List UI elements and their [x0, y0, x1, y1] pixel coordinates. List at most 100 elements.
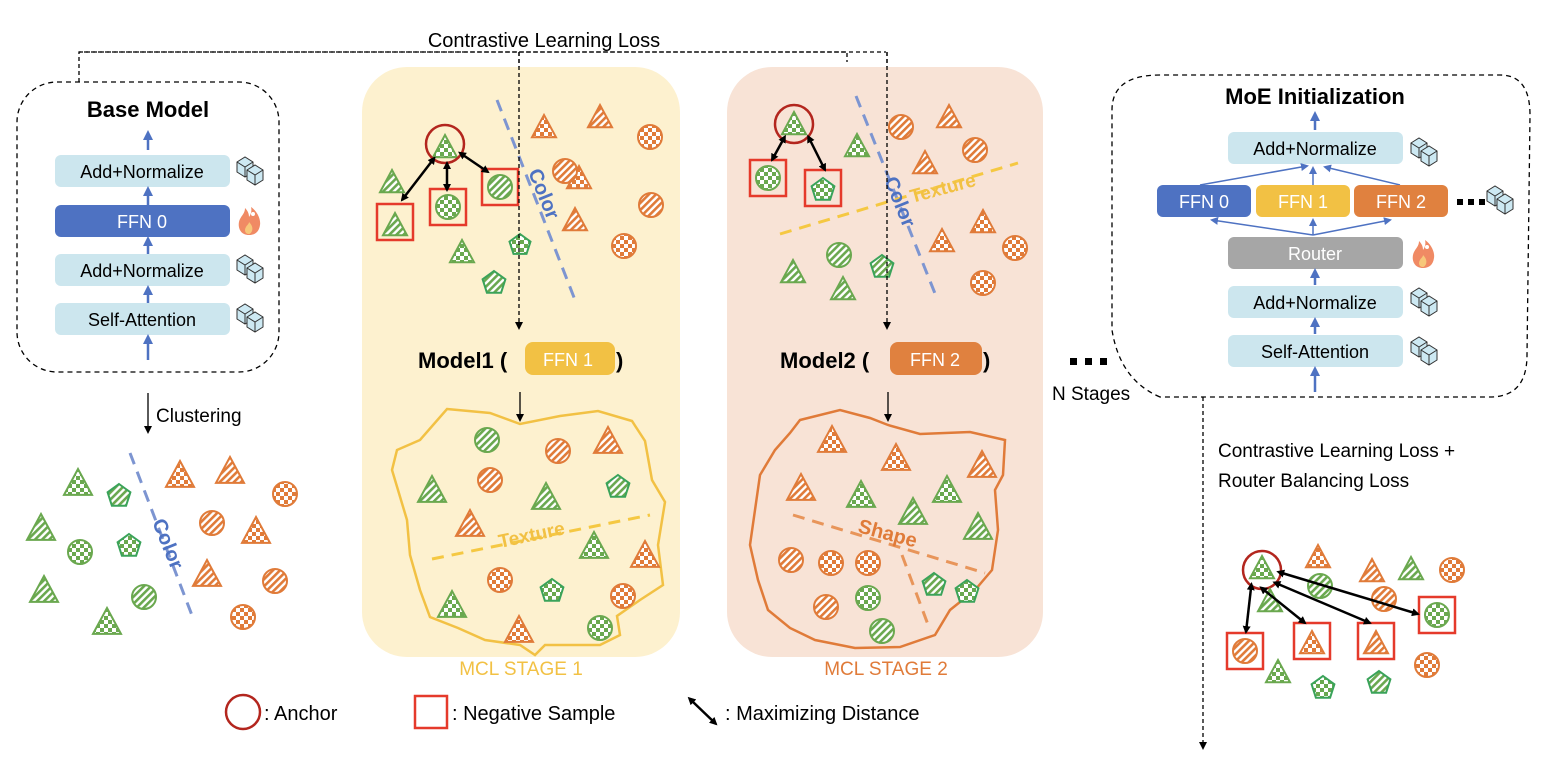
negative-sample-marker — [375, 202, 415, 242]
triangle-point — [62, 466, 94, 496]
pentagon-point — [954, 578, 980, 603]
legend: : Anchor : Negative Sample : Maximizing … — [224, 693, 920, 731]
triangle-point — [785, 471, 817, 501]
moe-expert-label: FFN 2 — [1376, 192, 1426, 212]
triangle-point — [897, 495, 929, 525]
base-layer-label: Add+Normalize — [80, 162, 204, 182]
shape-divider — [900, 554, 932, 631]
moe-expert-label: FFN 1 — [1278, 192, 1328, 212]
moe-initialization-panel: MoE Initialization Add+Normalize FFN 0 F… — [1111, 74, 1531, 398]
moe-expert-ffn1 — [1256, 185, 1350, 217]
model1-label: Model1 ( — [418, 348, 508, 373]
triangle-point — [28, 573, 60, 603]
clustering-label: Clustering — [156, 406, 242, 427]
pentagon-point — [539, 577, 565, 602]
stage2-label: MCL STAGE 2 — [824, 659, 948, 680]
triangle-point — [1358, 556, 1386, 583]
circle-point — [474, 427, 500, 453]
triangle-point — [935, 102, 963, 129]
stage2-cluster-points — [778, 423, 998, 644]
triangle-point — [911, 148, 939, 175]
circle-point — [970, 270, 996, 296]
moe-self-attention — [1228, 335, 1403, 367]
frozen-cubes-icon — [1410, 336, 1438, 366]
moe-expert-ffn0 — [1157, 185, 1251, 217]
moe-title: MoE Initialization — [1225, 84, 1405, 109]
circle-point — [131, 584, 157, 610]
texture-divider — [779, 161, 1019, 236]
circle-point — [855, 585, 881, 611]
circle-point — [818, 550, 844, 576]
triangle-point — [779, 257, 807, 284]
triangle-point — [436, 588, 468, 618]
circle-point — [1439, 557, 1465, 583]
top-loss-label: Contrastive Learning Loss — [428, 30, 660, 52]
pentagon-point — [106, 482, 132, 507]
circle-point — [962, 137, 988, 163]
base-model-border — [16, 81, 280, 373]
moe-add-normalize-bottom — [1228, 286, 1403, 318]
maximize-distance-arrow — [770, 134, 786, 162]
color-divider — [854, 95, 938, 297]
negative-sample-marker — [1356, 621, 1396, 661]
circle-point — [638, 192, 664, 218]
triangle-point — [843, 131, 871, 158]
fire-icon — [238, 207, 261, 235]
final-points — [1225, 542, 1465, 699]
moe-expert-ffn2 — [1354, 185, 1448, 217]
circle-point — [888, 114, 914, 140]
triangle-point — [966, 448, 998, 478]
circle-point — [755, 165, 781, 191]
triangle-point — [969, 207, 997, 234]
color-divider — [495, 99, 577, 301]
circle-point — [545, 438, 571, 464]
final-training-step: Contrastive Learning Loss + Router Balan… — [1199, 397, 1465, 750]
base-add-normalize-bottom — [55, 254, 230, 286]
base-layer-label: Self-Attention — [88, 310, 196, 330]
triangle-point — [503, 613, 535, 643]
triangle-point — [1304, 542, 1332, 569]
model2-ffn-label: FFN 2 — [910, 350, 960, 370]
color-divider-label: Color — [147, 516, 187, 573]
triangle-point — [1397, 554, 1425, 581]
n-stages-label: N Stages — [1052, 384, 1130, 405]
negative-sample-marker — [480, 167, 520, 207]
moe-layer-label: Self-Attention — [1261, 342, 1369, 362]
triangle-point — [91, 605, 123, 635]
anchor-marker — [773, 103, 815, 145]
model2-label: Model2 ( — [780, 348, 870, 373]
circle-point — [487, 567, 513, 593]
cluster-points — [25, 454, 298, 635]
triangle-point — [448, 237, 476, 264]
anchor-legend-icon — [224, 693, 262, 731]
circle-point — [855, 550, 881, 576]
circle-point — [262, 568, 288, 594]
color-divider — [128, 452, 195, 619]
triangle-point — [592, 424, 624, 454]
triangle-point — [931, 473, 963, 503]
circle-point — [67, 539, 93, 565]
triangle-point — [880, 441, 912, 471]
circle-point — [1424, 602, 1450, 628]
stage2-background — [727, 67, 1043, 657]
frozen-cubes-icon — [1410, 287, 1438, 317]
more-experts-dots — [1457, 199, 1485, 205]
maximize-distance-arrow — [458, 151, 490, 174]
model1-ffn-label: FFN 1 — [543, 350, 593, 370]
base-model-panel: Base Model Add+Normalize FFN 0 Add+Norma… — [16, 81, 280, 373]
circle-point — [869, 618, 895, 644]
mcl-stage-1: Color Model1 ( FFN 1 ) Texture MCL STAGE… — [362, 52, 680, 680]
maximize-distance-arrow — [1276, 569, 1420, 617]
pentagon-point — [116, 532, 142, 557]
frozen-cubes-icon — [1486, 185, 1514, 215]
stage2-cluster-outline — [748, 408, 1007, 650]
triangle-point — [629, 538, 661, 568]
pentagon-point — [481, 269, 507, 294]
frozen-cubes-icon — [236, 156, 264, 186]
base-layer-label: Add+Normalize — [80, 261, 204, 281]
frozen-cubes-icon — [236, 254, 264, 284]
circle-point — [1232, 638, 1258, 664]
moe-top-layer-label: Add+Normalize — [1253, 139, 1377, 159]
triangle-point — [530, 480, 562, 510]
